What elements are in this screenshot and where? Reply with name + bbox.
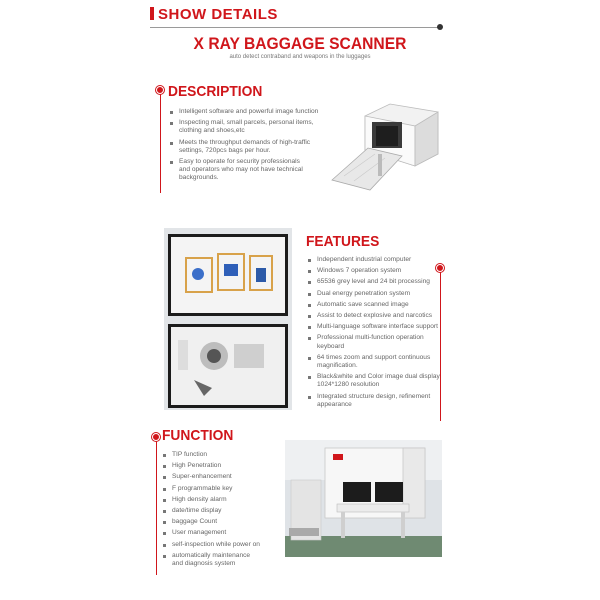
section-label-text: SHOW DETAILS <box>158 6 278 23</box>
list-item: Inspecting mail, small parcels, personal… <box>170 119 330 135</box>
features-line <box>440 266 441 421</box>
list-item: Windows 7 operation system <box>308 267 443 275</box>
page-subtitle: auto detect contraband and weapons in th… <box>229 54 371 60</box>
scanner-machine-photo <box>285 440 442 557</box>
list-item: High density alarm <box>163 496 273 504</box>
header-divider <box>150 27 442 28</box>
page-title: X RAY BAGGAGE SCANNER <box>193 34 407 53</box>
function-line <box>156 437 157 575</box>
features-list: Independent industrial computer Windows … <box>308 256 443 409</box>
list-item: Automatic save scanned image <box>308 301 443 309</box>
list-item: Meets the throughput demands of high-tra… <box>170 139 330 155</box>
list-item: Dual energy penetration system <box>308 290 443 298</box>
list-item: Multi-language software interface suppor… <box>308 323 443 331</box>
label-bar <box>150 7 154 20</box>
description-dot <box>156 86 164 94</box>
list-item: User management <box>163 529 273 537</box>
features-title: FEATURES <box>306 233 380 250</box>
features-dot <box>436 264 444 272</box>
list-item: automatically maintenance and diagnosis … <box>163 552 262 568</box>
list-item: Super-enhancement <box>163 473 273 481</box>
xray-screens-photo <box>164 228 292 410</box>
list-item: Black&white and Color image dual display… <box>308 373 443 389</box>
list-item: baggage Count <box>163 518 273 526</box>
list-item: High Penetration <box>163 462 273 470</box>
list-item: Independent industrial computer <box>308 256 443 264</box>
scanner-illustration <box>330 98 440 193</box>
list-item: Assist to detect explosive and narcotics <box>308 312 443 320</box>
list-item: self-inspection while power on <box>163 541 273 549</box>
description-title: DESCRIPTION <box>168 83 263 100</box>
list-item: 64 times zoom and support continuous mag… <box>308 354 443 370</box>
list-item: F programmable key <box>163 485 273 493</box>
list-item: Intelligent software and powerful image … <box>170 108 330 116</box>
list-item: date/time display <box>163 507 273 515</box>
function-title: FUNCTION <box>162 427 234 444</box>
list-item: Integrated structure design, refinement … <box>308 393 443 409</box>
section-label: SHOW DETAILS <box>150 6 278 23</box>
header-divider-dot <box>437 24 443 30</box>
function-dot <box>152 433 160 441</box>
list-item: TIP function <box>163 451 273 459</box>
description-list: Intelligent software and powerful image … <box>170 108 330 183</box>
list-item: 65536 grey level and 24 bit processing <box>308 278 443 286</box>
function-list: TIP function High Penetration Super-enha… <box>163 451 273 568</box>
list-item: Professional multi-function operation ke… <box>308 334 443 350</box>
description-line <box>160 88 161 193</box>
list-item: Easy to operate for security professiona… <box>170 158 304 183</box>
